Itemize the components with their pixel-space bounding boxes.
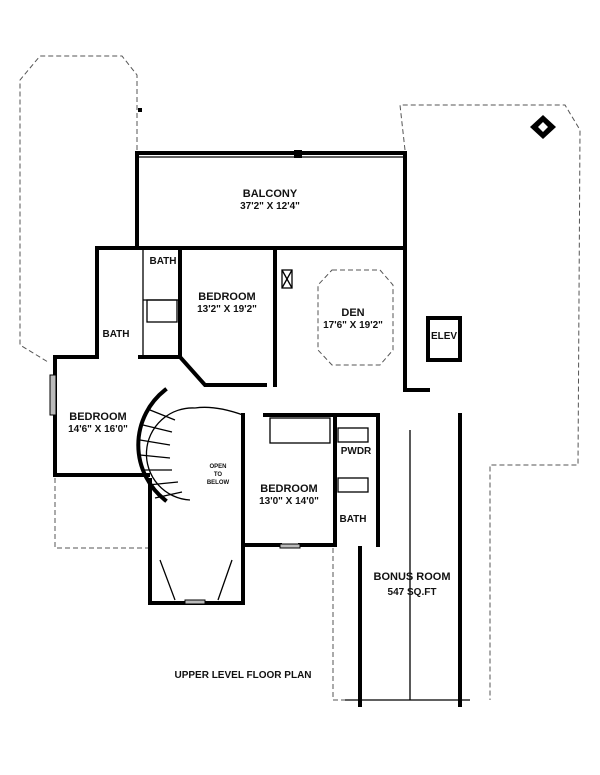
label-pwdr: PWDR: [341, 446, 372, 457]
label-bath-south: BATH: [339, 514, 366, 525]
label-open: OPEN: [209, 464, 226, 470]
room-size-bedroom-west: 14'6" X 16'0": [68, 424, 128, 435]
plan-title: UPPER LEVEL FLOOR PLAN: [174, 670, 311, 681]
room-name-balcony: BALCONY: [243, 188, 298, 200]
room-name-den: DEN: [341, 307, 364, 319]
room-size-balcony: 37'2" X 12'4": [240, 201, 300, 212]
room-size-bedroom-south: 13'0" X 14'0": [259, 496, 319, 507]
room-name-bedroom-north: BEDROOM: [198, 291, 255, 303]
room-size-den: 17'6" X 19'2": [323, 320, 383, 331]
room-size-bedroom-north: 13'2" X 19'2": [197, 304, 257, 315]
roof-outline-left: [19, 55, 138, 363]
interior-details: [49, 248, 470, 701]
balcony-walls: [135, 150, 407, 250]
roof-outline-bottom-left: [54, 478, 150, 549]
room-size-bonus-room: 547 SQ.FT: [388, 587, 437, 598]
room-name-bonus-room: BONUS ROOM: [374, 571, 451, 583]
label-elev: ELEV: [431, 331, 457, 342]
label-bath-left: BATH: [102, 329, 129, 340]
label-bath-upper: BATH: [149, 256, 176, 267]
label-below: BELOW: [207, 480, 230, 486]
room-name-bedroom-west: BEDROOM: [69, 411, 126, 423]
roof-outline-right: [399, 104, 581, 700]
main-walls: [53, 108, 462, 707]
room-name-bedroom-south: BEDROOM: [260, 483, 317, 495]
curved-staircase: [136, 387, 244, 503]
north-diamond-icon: [530, 115, 556, 139]
roof-outline-bonus-left: [332, 548, 345, 701]
label-to: TO: [214, 472, 223, 478]
